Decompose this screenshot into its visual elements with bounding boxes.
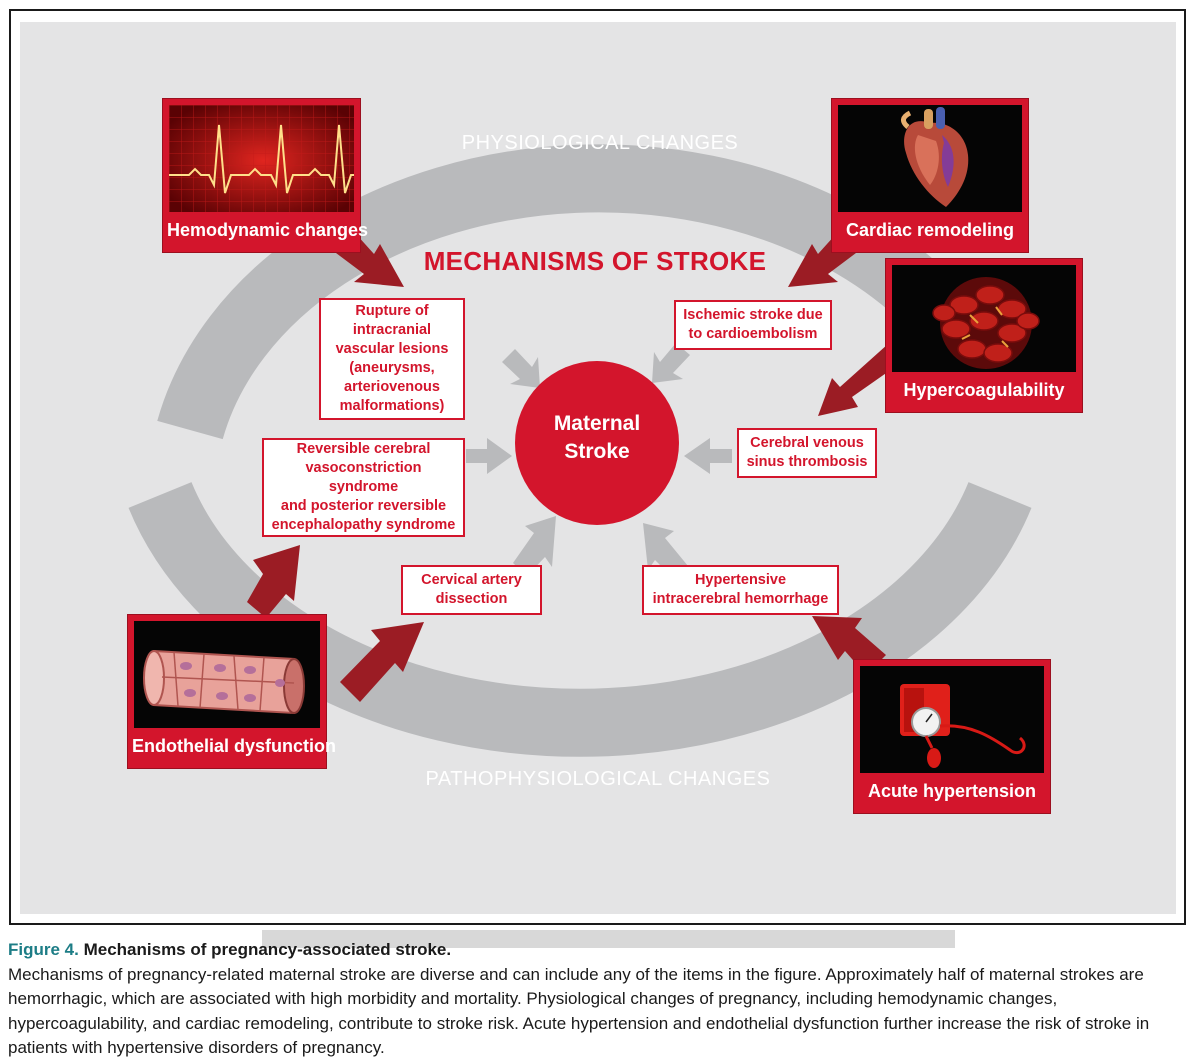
- maternal-stroke-circle: [515, 361, 679, 525]
- gray-arrow-cervical: [513, 516, 556, 576]
- pathophysiological-ring-arc: [128, 482, 1032, 757]
- caption-heading: Figure 4. Mechanisms of pregnancy-associ…: [8, 938, 1192, 963]
- figure-title: Mechanisms of pregnancy-associated strok…: [83, 940, 452, 959]
- panel-endothelial-caption: Endothelial dysfunction: [132, 736, 337, 756]
- gray-arrow-rupture: [502, 349, 540, 388]
- heart-icon: [838, 105, 1022, 212]
- red-arrow-cervical: [340, 622, 424, 702]
- panel-hypercoag-caption: Hypercoagulability: [903, 380, 1065, 400]
- blood-vessel-icon: [134, 621, 320, 728]
- mechanism-cervical: Cervical artery dissection: [401, 565, 542, 615]
- panel-hypertension: Acute hypertension: [854, 660, 1050, 813]
- mechanism-ich: Hypertensive intracerebral hemorrhage: [642, 565, 839, 615]
- pathophysiological-changes-label: PATHOPHYSIOLOGICAL CHANGES: [425, 768, 771, 790]
- panel-hemodynamic-caption: Hemodynamic changes: [167, 220, 369, 240]
- mechanism-rcvs: Reversible cerebral vasoconstriction syn…: [262, 438, 465, 537]
- figure-caption: Figure 4. Mechanisms of pregnancy-associ…: [8, 938, 1192, 1061]
- panel-hemodynamic: Hemodynamic changes: [163, 99, 369, 252]
- maternal-stroke-label: Maternal Stroke: [553, 412, 641, 463]
- red-arrow-endothelial: [247, 545, 300, 618]
- blood-pressure-cuff-icon: [860, 666, 1044, 773]
- panel-cardiac: Cardiac remodeling: [832, 99, 1028, 252]
- panel-hypertension-caption: Acute hypertension: [867, 781, 1037, 801]
- figure-number: Figure 4.: [8, 940, 79, 959]
- mechanism-rupture: Rupture of intracranial vascular lesions…: [319, 298, 465, 420]
- panel-endothelial: Endothelial dysfunction: [128, 615, 337, 768]
- physiological-changes-label: PHYSIOLOGICAL CHANGES: [461, 132, 739, 154]
- diagram-title: MECHANISMS OF STROKE: [423, 246, 767, 276]
- red-arrow-hypercoag: [818, 344, 902, 416]
- caption-text: Mechanisms of pregnancy-related maternal…: [8, 964, 1150, 1058]
- ecg-icon: [169, 105, 354, 212]
- gray-arrow-venous: [684, 438, 732, 474]
- blood-clot-icon: [892, 265, 1076, 372]
- caption-divider: [262, 930, 955, 948]
- mechanism-venous: Cerebral venous sinus thrombosis: [737, 428, 877, 478]
- gray-arrow-ischemic: [652, 343, 690, 383]
- panel-cardiac-caption: Cardiac remodeling: [845, 220, 1015, 240]
- panel-hypercoag: Hypercoagulability: [886, 259, 1082, 412]
- mechanism-ischemic: Ischemic stroke due to cardioembolism: [674, 300, 832, 350]
- gray-arrow-rcvs: [466, 438, 512, 474]
